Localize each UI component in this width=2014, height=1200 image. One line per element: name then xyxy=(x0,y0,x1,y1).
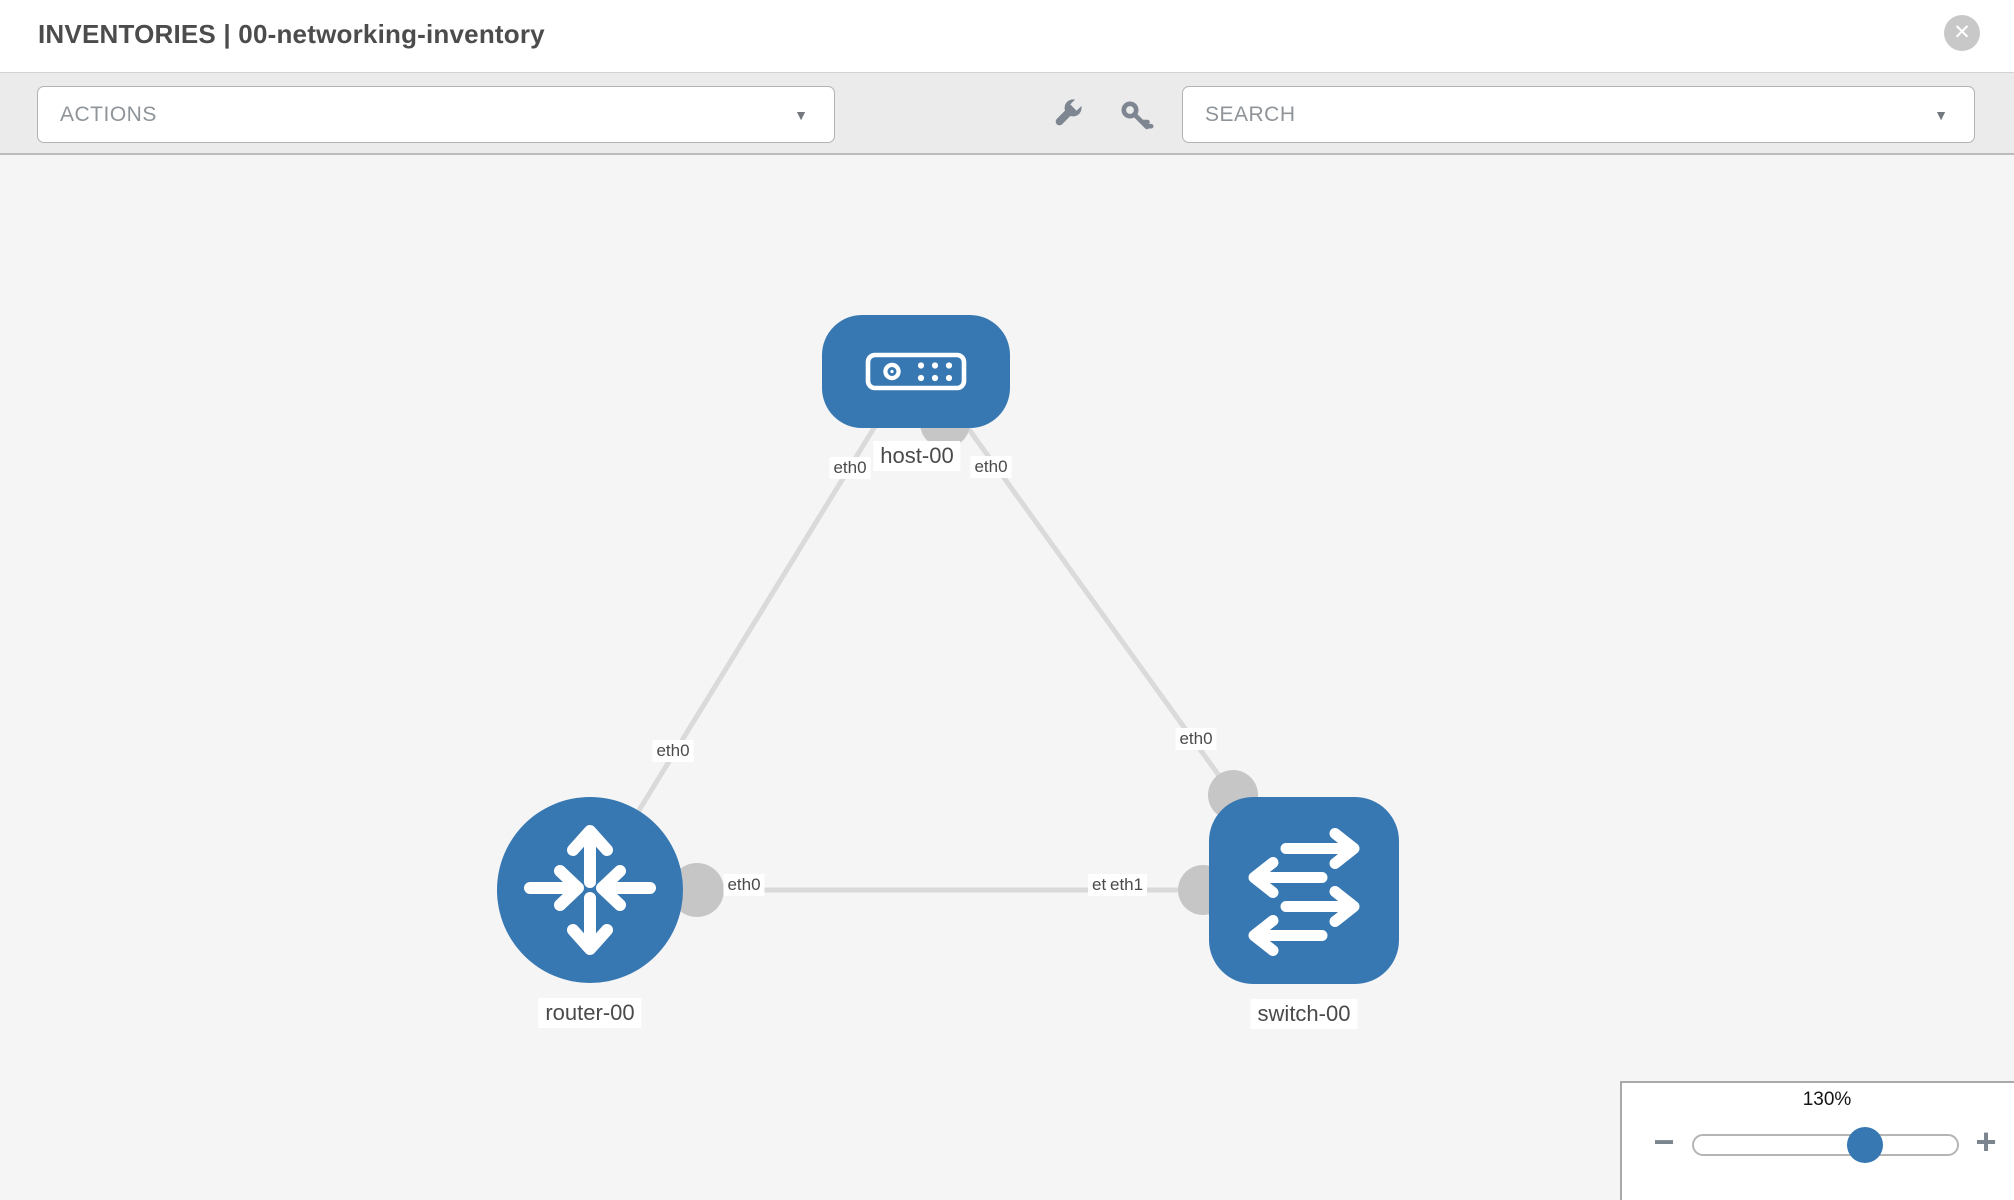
if-label-switch-eth0-top: eth0 xyxy=(1175,728,1217,750)
if-label-switch-eth1: eth1 xyxy=(1106,874,1148,896)
topology-canvas[interactable]: host-00 router-00 switch-00 eth0 eth0 et… xyxy=(0,155,2014,1200)
wrench-icon[interactable] xyxy=(1046,95,1086,135)
toolbar: ACTIONS ▼ SEARCH ▼ xyxy=(0,72,2014,155)
node-label-switch: switch-00 xyxy=(1250,999,1358,1029)
node-host-00[interactable] xyxy=(822,315,1010,428)
search-placeholder: SEARCH xyxy=(1205,102,1296,126)
switch-icon xyxy=(1248,828,1360,956)
header-bar: INVENTORIES | 00-networking-inventory ✕ xyxy=(0,0,2014,72)
node-router-00[interactable] xyxy=(497,797,683,983)
zoom-slider-track[interactable] xyxy=(1692,1134,1959,1156)
chevron-down-icon: ▼ xyxy=(1934,106,1948,123)
node-label-host: host-00 xyxy=(873,441,961,471)
actions-dropdown[interactable]: ACTIONS ▼ xyxy=(37,86,835,143)
if-label-router-eth0-top: eth0 xyxy=(652,740,694,762)
if-label-router-eth0-right: eth0 xyxy=(723,874,765,896)
key-icon[interactable] xyxy=(1118,98,1154,134)
zoom-level-value: 130% xyxy=(1802,1089,1852,1110)
search-dropdown[interactable]: SEARCH ▼ xyxy=(1182,86,1975,143)
close-icon[interactable]: ✕ xyxy=(1944,15,1980,51)
port-dot-router-eth0 xyxy=(670,863,724,917)
zoom-in-button[interactable]: + xyxy=(1975,1121,1997,1162)
if-label-host-eth0-right: eth0 xyxy=(970,456,1012,478)
if-label-host-eth0-left: eth0 xyxy=(829,457,871,479)
actions-dropdown-label: ACTIONS xyxy=(60,102,157,126)
page-title: INVENTORIES | 00-networking-inventory xyxy=(38,19,545,49)
zoom-slider-thumb[interactable] xyxy=(1847,1127,1883,1163)
link-host-router[interactable] xyxy=(619,408,888,840)
chevron-down-icon: ▼ xyxy=(794,106,808,123)
node-switch-00[interactable] xyxy=(1209,797,1399,984)
node-label-router: router-00 xyxy=(538,998,642,1028)
zoom-out-button[interactable]: − xyxy=(1653,1121,1675,1162)
router-icon xyxy=(524,825,656,955)
zoom-panel: 130% − + xyxy=(1620,1081,2014,1200)
host-icon xyxy=(865,352,967,391)
